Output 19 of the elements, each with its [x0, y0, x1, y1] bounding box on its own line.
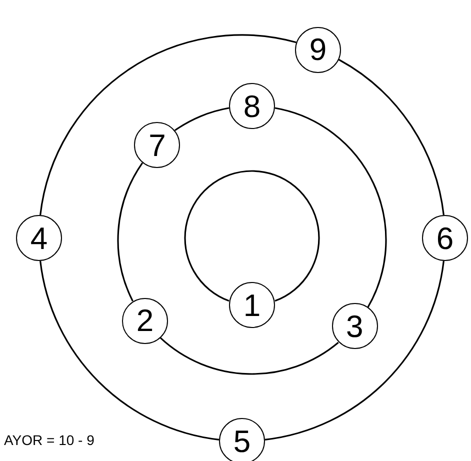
number-circle: 7: [134, 122, 180, 168]
number-circle: 1: [229, 282, 275, 328]
ring-arc: [40, 34, 296, 216]
ring-arc: [160, 337, 339, 375]
number-circle: 5: [219, 418, 265, 461]
ring-arc: [40, 260, 220, 440]
number-circle: 2: [122, 298, 168, 344]
number-circle: 8: [229, 83, 275, 129]
ring-arc: [117, 162, 144, 302]
ring-arc: [174, 107, 230, 132]
ring-arc: [184, 170, 320, 302]
number-circle: 6: [422, 215, 468, 261]
ring-arc: [264, 260, 444, 440]
number-circle: 9: [295, 26, 342, 73]
number-circle: 3: [332, 303, 378, 350]
formula-text: AYOR = 10 - 9: [4, 432, 94, 448]
ring-arc: [274, 107, 387, 308]
ring-arc: [338, 58, 444, 216]
number-circle: 4: [16, 215, 62, 261]
